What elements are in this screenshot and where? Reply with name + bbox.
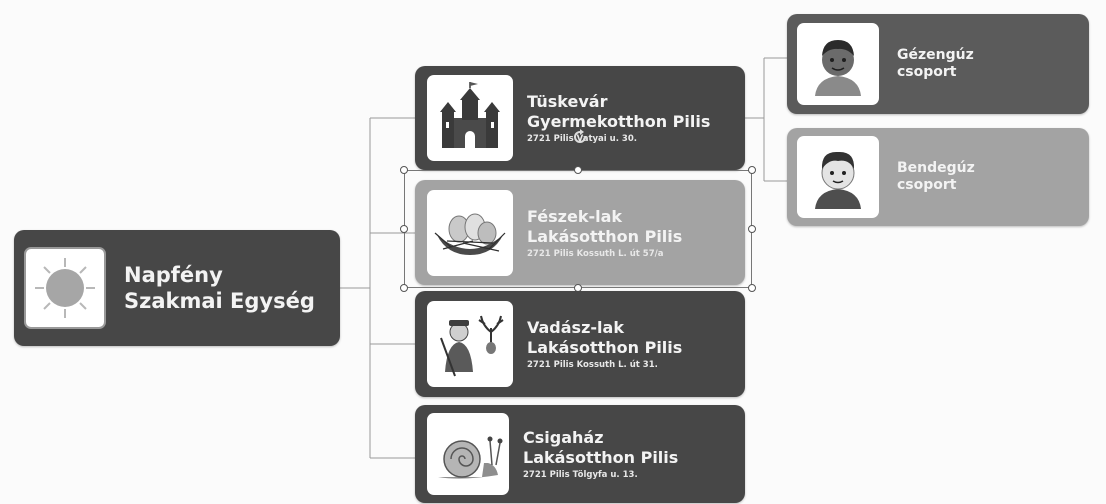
group-image <box>797 23 879 105</box>
selection-box <box>404 170 752 288</box>
home-image <box>427 75 513 161</box>
resize-handle-w[interactable] <box>400 225 408 233</box>
home-title-line2: Lakásotthon Pilis <box>523 448 679 467</box>
nest-icon <box>434 213 506 255</box>
root-node[interactable]: Napfény Szakmai Egység <box>14 230 340 346</box>
home-image <box>427 301 513 387</box>
sun-icon <box>35 258 95 318</box>
hunter-icon <box>440 315 504 377</box>
home-title-line1: Csigaház <box>523 428 604 447</box>
group-title-line1: Gézengúz <box>897 46 974 63</box>
resize-handle-nw[interactable] <box>400 166 408 174</box>
group-node-gezenguz[interactable]: Gézengúz csoport <box>787 14 1089 114</box>
boy-avatar-icon <box>815 40 861 96</box>
home-address: 2721 Pilis Kossuth L. út 31. <box>527 360 658 370</box>
home-title-line1: Vadász-lak <box>527 318 624 337</box>
group-title-line2: csoport <box>897 64 957 80</box>
home-node-csigahaz[interactable]: Csigaház Lakásotthon Pilis 2721 Pilis Tö… <box>415 405 745 503</box>
home-title-line1: Tüskevár <box>527 92 608 111</box>
home-title-line2: Lakásotthon Pilis <box>527 226 683 246</box>
group-title-line1: Bendegúz <box>897 159 975 176</box>
snail-icon <box>438 436 503 479</box>
home-node-vadaszlak[interactable]: Vadász-lak Lakásotthon Pilis 2721 Pilis … <box>415 291 745 397</box>
home-node-feszeklak[interactable]: Fészek-lak Lakásotthon Pilis 2721 Pilis … <box>415 180 745 285</box>
home-address: 2721 Pilis Vatyai u. 30. <box>527 134 637 144</box>
home-title-line2: Gyermekotthon Pilis <box>527 112 711 131</box>
home-address: 2721 Pilis Tölgyfa u. 13. <box>523 470 638 480</box>
root-title-line1: Napfény <box>124 262 223 287</box>
root-title-line2: Szakmai Egység <box>124 289 315 313</box>
rotate-cursor-icon <box>574 129 586 143</box>
home-title-line1: Fészek-lak <box>527 206 623 226</box>
home-image <box>427 189 513 276</box>
resize-handle-sw[interactable] <box>400 284 408 292</box>
resize-handle-se[interactable] <box>748 284 756 292</box>
group-node-bendeguz[interactable]: Bendegúz csoport <box>787 128 1089 226</box>
group-title-line2: csoport <box>897 177 957 193</box>
home-address: 2721 Pilis Kossuth L. út 57/a <box>527 248 664 259</box>
boy-avatar-icon <box>815 151 861 209</box>
home-title-line2: Lakásotthon Pilis <box>527 338 683 357</box>
home-node-tuskevar[interactable]: Tüskevár Gyermekotthon Pilis 2721 Pilis … <box>415 66 745 170</box>
group-image <box>797 136 879 218</box>
resize-handle-ne[interactable] <box>748 166 756 174</box>
home-image <box>427 413 509 495</box>
resize-handle-n[interactable] <box>574 166 582 174</box>
resize-handle-e[interactable] <box>748 225 756 233</box>
root-image <box>24 247 106 329</box>
castle-icon <box>440 82 500 148</box>
